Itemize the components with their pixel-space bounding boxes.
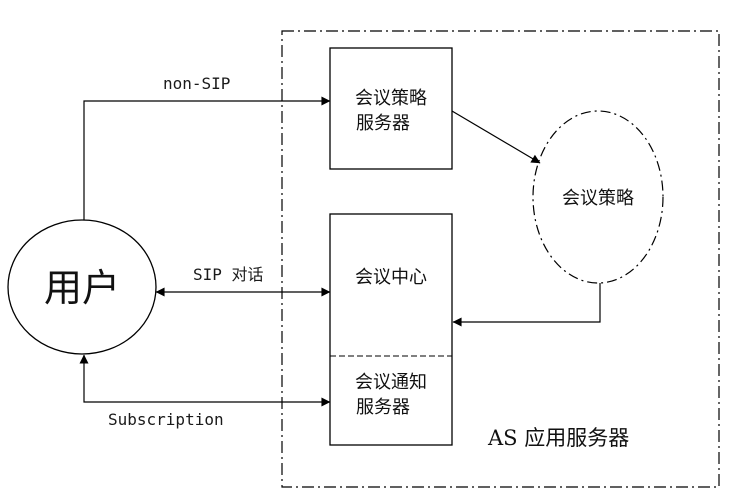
edge-policy-to-center [452, 283, 601, 327]
edge-subscription-label: Subscription [108, 410, 224, 429]
conference-center-label: 会议中心 [355, 267, 427, 288]
policy-label: 会议策略 [562, 188, 634, 209]
notify-server-label-line1: 会议通知 [355, 372, 427, 393]
policy-node [532, 110, 664, 284]
edge-non-sip-label: non-SIP [163, 74, 230, 93]
edge-server-to-policy [451, 110, 541, 164]
as-server-boundary [281, 30, 720, 488]
user-node [7, 219, 157, 355]
edge-sip-dialog-label: SIP 对话 [193, 265, 264, 284]
policy-server-box [329, 47, 453, 170]
user-label: 用户 [44, 266, 120, 310]
edge-subscription [79, 354, 331, 407]
policy-server-label-line1: 会议策略 [355, 88, 427, 109]
notify-server-label-line2: 服务器 [356, 397, 410, 418]
edge-non-sip [83, 96, 331, 220]
conference-center-box [329, 213, 453, 446]
policy-server-label-line2: 服务器 [356, 113, 410, 134]
as-server-label: AS 应用服务器 [487, 426, 629, 450]
